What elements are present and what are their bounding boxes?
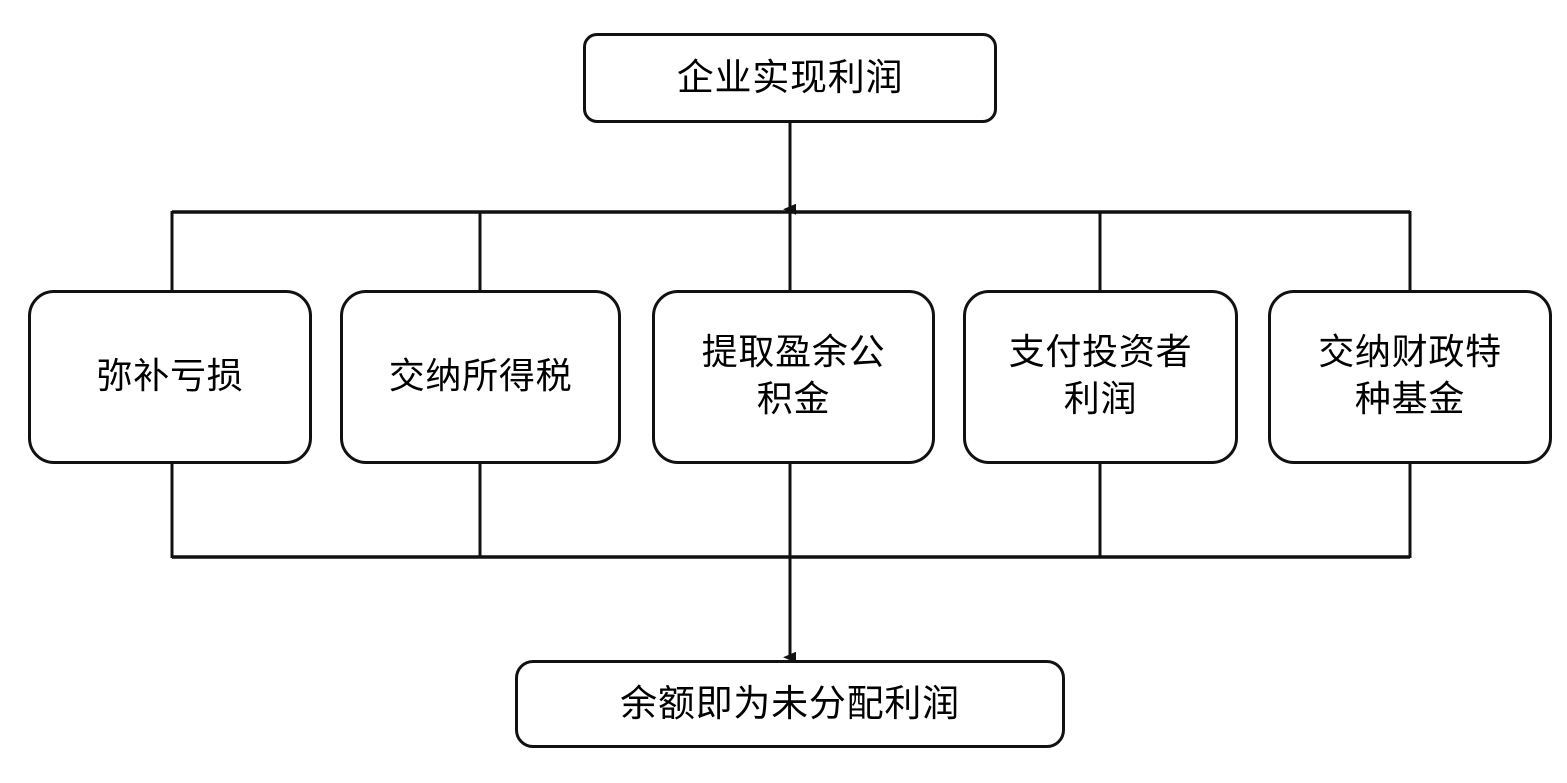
node-step-1-label: 交纳所得税: [388, 355, 573, 397]
node-source-enterprise-profit[interactable]: 企业实现利润: [583, 33, 997, 123]
node-step-pay-investor-profit[interactable]: 支付投资者 利润: [963, 290, 1238, 464]
node-source-label: 企业实现利润: [676, 55, 904, 99]
node-step-offset-losses[interactable]: 弥补亏损: [28, 290, 312, 464]
node-result-retained-earnings[interactable]: 余额即为未分配利润: [515, 660, 1065, 748]
node-step-3-label: 支付投资者 利润: [1008, 332, 1193, 420]
node-step-pay-income-tax[interactable]: 交纳所得税: [340, 290, 621, 464]
node-step-fiscal-special-fund[interactable]: 交纳财政特 种基金: [1268, 290, 1552, 464]
node-step-4-label: 交纳财政特 种基金: [1318, 332, 1502, 420]
node-step-0-label: 弥补亏损: [96, 355, 244, 397]
node-step-surplus-reserve[interactable]: 提取盈余公 积金: [652, 290, 935, 464]
node-step-2-label: 提取盈余公 积金: [701, 332, 886, 420]
node-result-label: 余额即为未分配利润: [620, 681, 960, 725]
